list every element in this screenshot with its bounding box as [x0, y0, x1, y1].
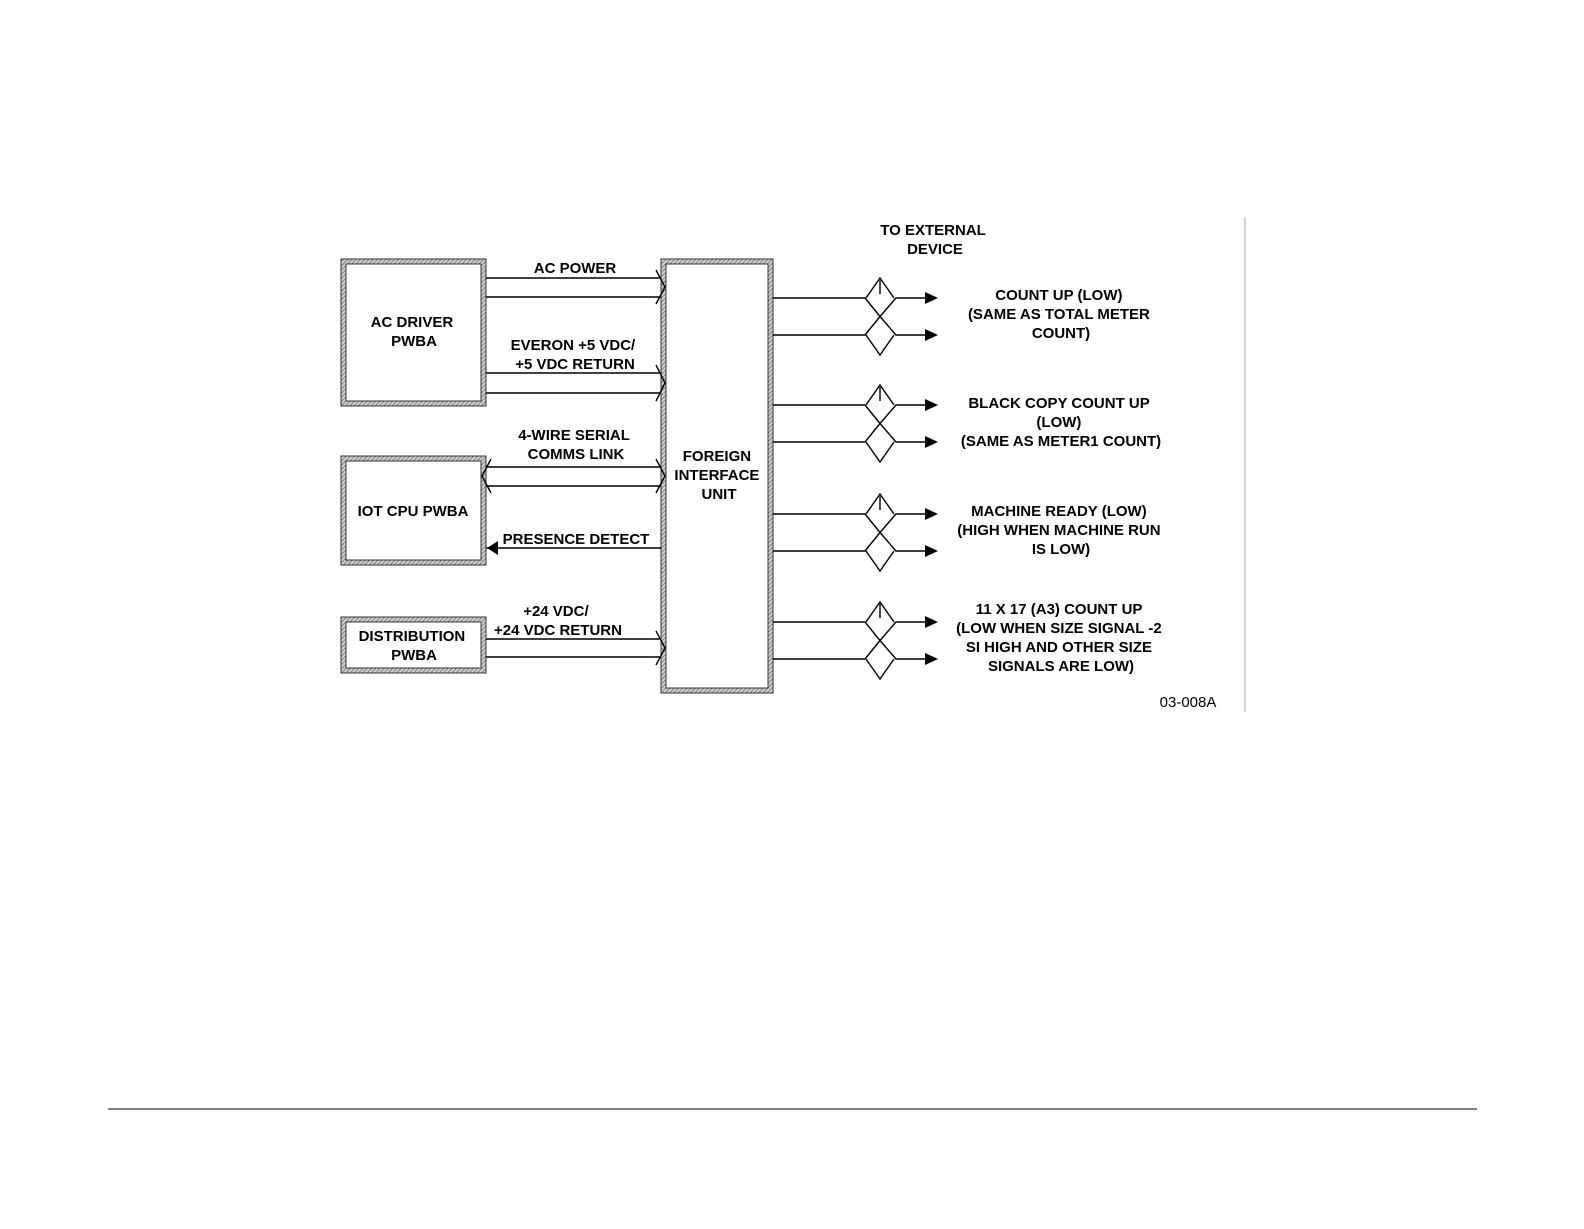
output-pair-count-up [773, 276, 938, 357]
output-pair-a3-count-up [773, 600, 938, 681]
external-device-header: TO EXTERNAL DEVICE [880, 222, 989, 258]
24vdc-label: +24 VDC/ +24 VDC RETURN [494, 603, 622, 639]
input-wires [481, 269, 666, 666]
block-distribution [340, 616, 487, 674]
foreign-interface-unit-label: FOREIGN INTERFACE UNIT [674, 448, 763, 503]
output-pair-black-copy-count [773, 383, 938, 464]
distribution-label: DISTRIBUTION PWBA [359, 628, 470, 664]
black-copy-count-label: BLACK COPY COUNT UP (LOW) (SAME AS METER… [961, 395, 1161, 450]
block-ac-driver [340, 258, 487, 407]
a3-count-up-label: 11 X 17 (A3) COUNT UP (LOW WHEN SIZE SIG… [956, 601, 1166, 675]
foreign-interface-unit-block [660, 258, 774, 694]
count-up-label: COUNT UP (LOW) (SAME AS TOTAL METER COUN… [968, 287, 1154, 342]
serial-link-label: 4-WIRE SERIAL COMMS LINK [518, 427, 634, 463]
iot-cpu-label: IOT CPU PWBA [358, 503, 469, 520]
ac-driver-label: AC DRIVER PWBA [371, 314, 458, 350]
presence-detect-label: PRESENCE DETECT [503, 531, 650, 548]
output-wires [773, 276, 938, 681]
machine-ready-label: MACHINE READY (LOW) (HIGH WHEN MACHINE R… [957, 503, 1165, 558]
block-iot-cpu [340, 455, 487, 566]
output-pair-machine-ready [773, 492, 938, 573]
presence-detect-arrowhead [487, 541, 498, 555]
ac-power-label: AC POWER [534, 260, 617, 277]
figure-id: 03-008A [1160, 694, 1217, 711]
everon-5vdc-label: EVERON +5 VDC/ +5 VDC RETURN [511, 337, 640, 373]
